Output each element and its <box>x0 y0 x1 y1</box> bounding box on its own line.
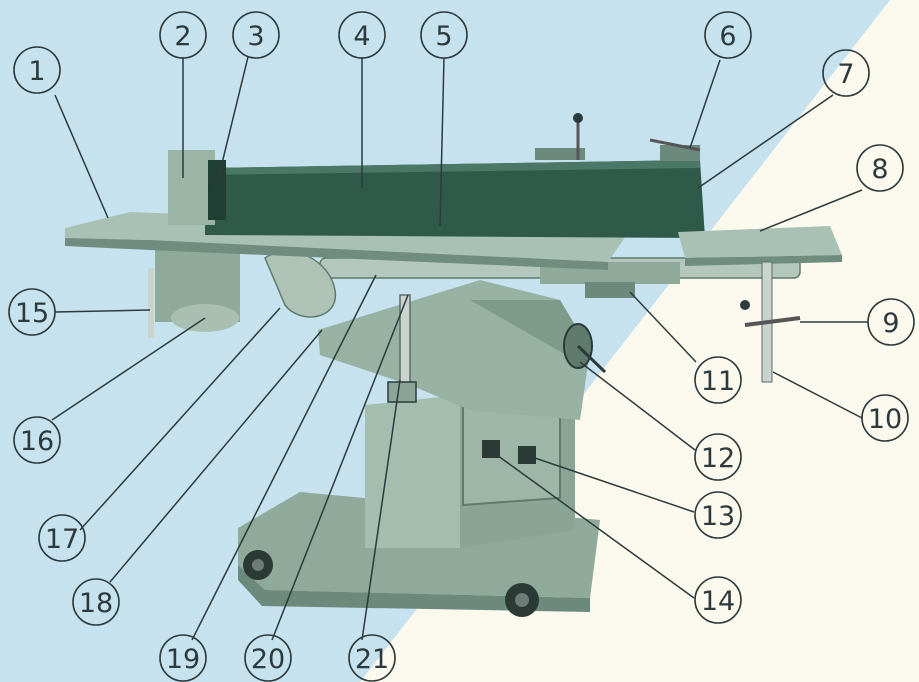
fence-bracket <box>208 160 226 220</box>
adjusting-rod-left <box>148 268 154 338</box>
callout-19: 19 <box>159 634 207 682</box>
callout-9: 9 <box>867 298 915 346</box>
leader-17 <box>79 307 281 531</box>
callout-5: 5 <box>420 11 468 59</box>
callout-number-12: 12 <box>701 443 735 474</box>
screw-bracket <box>387 381 417 403</box>
callout-number-21: 21 <box>355 644 389 675</box>
callout-number-4: 4 <box>353 21 370 52</box>
leader-6 <box>689 59 721 149</box>
leader-19 <box>191 274 377 641</box>
callout-3: 3 <box>232 11 280 59</box>
extension-table <box>678 226 842 258</box>
leader-13 <box>525 454 695 513</box>
callout-1: 1 <box>13 46 61 94</box>
callouts: 1 2 3 4 5 6 7 8 9 10 11 12 13 14 15 16 1… <box>8 11 915 682</box>
fence-clamp-a <box>535 148 585 160</box>
callout-number-14: 14 <box>701 586 735 617</box>
callout-number-7: 7 <box>837 59 854 90</box>
base-platform-edge <box>238 565 590 612</box>
callout-number-13: 13 <box>701 501 735 532</box>
callout-10: 10 <box>861 394 909 442</box>
leader-12 <box>579 361 696 451</box>
support-knob <box>740 300 750 310</box>
handwheel-handle <box>576 344 607 374</box>
callout-8: 8 <box>856 144 904 192</box>
callout-number-3: 3 <box>247 21 264 52</box>
leader-1 <box>54 94 109 219</box>
callout-7: 7 <box>822 49 870 97</box>
callout-4: 4 <box>338 11 386 59</box>
callout-17: 17 <box>38 514 86 562</box>
callout-number-15: 15 <box>15 298 49 329</box>
callout-number-18: 18 <box>79 588 113 619</box>
callout-number-16: 16 <box>20 426 54 457</box>
callout-12: 12 <box>694 433 742 481</box>
machine-illustration <box>65 113 842 617</box>
extension-table-edge <box>685 255 842 266</box>
leader-16 <box>51 317 206 421</box>
leader-10 <box>772 371 863 419</box>
clamp-lever-b <box>649 138 701 152</box>
clamp-knob-a <box>573 113 583 123</box>
callout-13: 13 <box>694 491 742 539</box>
main-table-edge <box>65 238 608 270</box>
leader-8 <box>759 189 863 232</box>
callout-number-11: 11 <box>701 366 735 397</box>
leader-18 <box>109 329 323 583</box>
housing-shadow <box>470 300 590 360</box>
callout-number-5: 5 <box>435 21 452 52</box>
leader-7 <box>697 94 834 189</box>
leader-lines <box>51 56 868 641</box>
leader-14 <box>489 449 695 599</box>
callout-number-8: 8 <box>871 154 888 185</box>
wheel-left-hub <box>252 559 264 571</box>
leader-11 <box>629 291 697 363</box>
callout-20: 20 <box>244 634 292 682</box>
callout-21: 21 <box>348 634 396 682</box>
callout-number-1: 1 <box>28 56 45 87</box>
fence-upright <box>168 150 215 225</box>
callout-16: 16 <box>13 416 61 464</box>
leader-15 <box>54 309 151 313</box>
leader-5 <box>439 57 445 227</box>
leader-20 <box>271 294 409 641</box>
callout-number-10: 10 <box>868 404 902 435</box>
callout-number-6: 6 <box>719 21 736 52</box>
callout-number-2: 2 <box>174 21 191 52</box>
callout-number-19: 19 <box>166 644 200 675</box>
callout-number-20: 20 <box>251 644 285 675</box>
callout-18: 18 <box>72 578 120 626</box>
callout-number-9: 9 <box>882 308 899 339</box>
sleeve-clamp <box>585 282 635 298</box>
leader-3 <box>214 56 249 193</box>
cabinet-front <box>365 395 460 548</box>
leader-21 <box>361 379 401 641</box>
callout-6: 6 <box>704 11 752 59</box>
callout-15: 15 <box>8 288 56 336</box>
callout-number-17: 17 <box>45 524 79 555</box>
wheel-right-hub <box>515 593 529 607</box>
fence-top-edge <box>205 160 700 175</box>
callout-14: 14 <box>694 576 742 624</box>
fence-long <box>205 160 705 238</box>
support-clamp-lever <box>744 316 801 327</box>
callout-2: 2 <box>159 11 207 59</box>
callout-11: 11 <box>694 356 742 404</box>
